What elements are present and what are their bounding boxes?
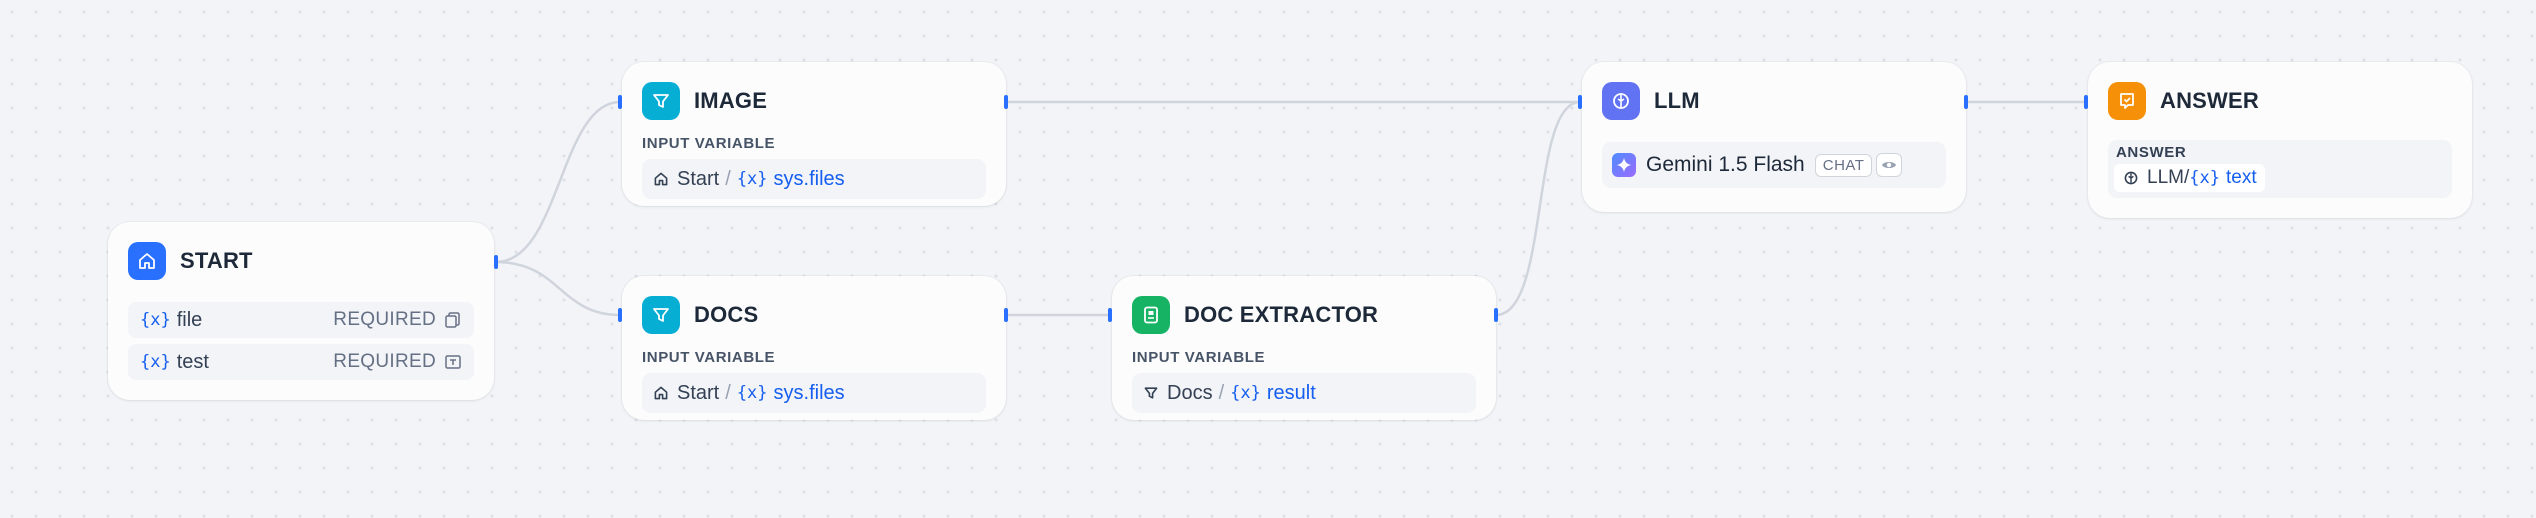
model-selector[interactable]: Gemini 1.5 Flash CHAT xyxy=(1602,142,1946,188)
start-variable-name: test xyxy=(176,350,209,373)
variable-icon: {x} xyxy=(140,310,171,330)
input-variable-label: INPUT VARIABLE xyxy=(642,349,776,366)
doc-extractor-node-title: DOC EXTRACTOR xyxy=(1184,302,1379,327)
document-icon xyxy=(1132,296,1170,334)
image-output-handle[interactable] xyxy=(1004,95,1008,109)
docs-input-handle[interactable] xyxy=(618,308,622,322)
start-variable-name: file xyxy=(176,308,203,331)
filter-icon xyxy=(642,82,680,120)
doc-extractor-input-handle[interactable] xyxy=(1108,308,1112,322)
doc-extractor-node[interactable]: DOC EXTRACTOR INPUT VARIABLE Docs / {x} … xyxy=(1112,276,1496,420)
home-icon xyxy=(652,384,670,402)
path-separator: / xyxy=(1218,381,1225,404)
source-node-name: Docs xyxy=(1167,381,1213,404)
answer-content-box: ANSWER LLM / {x} text xyxy=(2108,140,2452,198)
docs-output-handle[interactable] xyxy=(1004,308,1008,322)
answer-icon xyxy=(2108,82,2146,120)
answer-section-label: ANSWER xyxy=(2116,144,2187,161)
start-node[interactable]: START {x} file REQUIRED {x} test REQUIRE… xyxy=(108,222,494,400)
docs-node-header: DOCS xyxy=(642,296,758,334)
edge-start-docs xyxy=(495,260,621,317)
answer-variable-chip[interactable]: LLM / {x} text xyxy=(2114,164,2265,192)
filter-icon xyxy=(1142,384,1160,402)
doc-extractor-node-header: DOC EXTRACTOR xyxy=(1132,296,1378,334)
doc-extractor-output-handle[interactable] xyxy=(1494,308,1498,322)
file-list-icon xyxy=(445,312,460,328)
answer-input-handle[interactable] xyxy=(2084,95,2088,109)
brain-icon xyxy=(2122,169,2140,187)
filter-icon xyxy=(642,296,680,334)
input-variable-label: INPUT VARIABLE xyxy=(642,135,776,152)
gemini-icon xyxy=(1612,153,1636,177)
input-variable-chip[interactable]: Start / {x} sys.files xyxy=(642,373,986,413)
text-input-icon xyxy=(445,355,461,369)
variable-icon: {x} xyxy=(736,169,768,189)
variable-name: text xyxy=(2225,167,2257,188)
image-node-title: IMAGE xyxy=(694,88,768,113)
home-icon xyxy=(128,242,166,280)
required-tag: REQUIRED xyxy=(333,351,436,372)
image-node[interactable]: IMAGE INPUT VARIABLE Start / {x} sys.fil… xyxy=(622,62,1006,206)
input-variable-label: INPUT VARIABLE xyxy=(1132,349,1266,366)
model-name: Gemini 1.5 Flash xyxy=(1646,153,1805,176)
path-separator: / xyxy=(725,167,731,190)
start-node-header: START xyxy=(128,242,253,280)
llm-node-title: LLM xyxy=(1654,88,1700,113)
input-variable-chip[interactable]: Docs / {x} result xyxy=(1132,373,1476,413)
variable-icon: {x} xyxy=(140,352,171,372)
start-output-handle[interactable] xyxy=(494,255,498,269)
start-variable-row[interactable]: {x} test REQUIRED xyxy=(128,344,474,380)
variable-name: result xyxy=(1266,381,1316,404)
start-variable-row[interactable]: {x} file REQUIRED xyxy=(128,302,474,338)
path-separator: / xyxy=(2183,167,2190,188)
source-node-name: Start xyxy=(677,167,720,190)
llm-node-header: LLM xyxy=(1602,82,1700,120)
edge-extractor-llm xyxy=(1495,100,1581,317)
edge-start-image xyxy=(495,100,621,264)
model-mode-badge: CHAT xyxy=(1814,153,1873,177)
source-node-name: LLM xyxy=(2147,167,2184,188)
variable-icon: {x} xyxy=(2189,168,2220,188)
llm-input-handle[interactable] xyxy=(1578,95,1582,109)
eye-icon[interactable] xyxy=(1876,153,1903,177)
variable-icon: {x} xyxy=(736,383,768,403)
required-tag: REQUIRED xyxy=(333,309,436,330)
answer-node[interactable]: ANSWER ANSWER LLM / {x} text xyxy=(2088,62,2472,218)
variable-name: sys.files xyxy=(773,381,845,404)
path-separator: / xyxy=(725,381,731,404)
start-node-title: START xyxy=(180,248,253,273)
home-icon xyxy=(652,170,670,188)
llm-node[interactable]: LLM Gemini 1.5 Flash CHAT xyxy=(1582,62,1966,212)
brain-icon xyxy=(1602,82,1640,120)
answer-node-header: ANSWER xyxy=(2108,82,2259,120)
docs-node-title: DOCS xyxy=(694,302,759,327)
docs-node[interactable]: DOCS INPUT VARIABLE Start / {x} sys.file… xyxy=(622,276,1006,420)
image-node-header: IMAGE xyxy=(642,82,767,120)
input-variable-chip[interactable]: Start / {x} sys.files xyxy=(642,159,986,199)
answer-node-title: ANSWER xyxy=(2160,88,2259,113)
variable-icon: {x} xyxy=(1230,383,1261,403)
image-input-handle[interactable] xyxy=(618,95,622,109)
source-node-name: Start xyxy=(677,381,720,404)
variable-name: sys.files xyxy=(773,167,845,190)
llm-output-handle[interactable] xyxy=(1964,95,1968,109)
